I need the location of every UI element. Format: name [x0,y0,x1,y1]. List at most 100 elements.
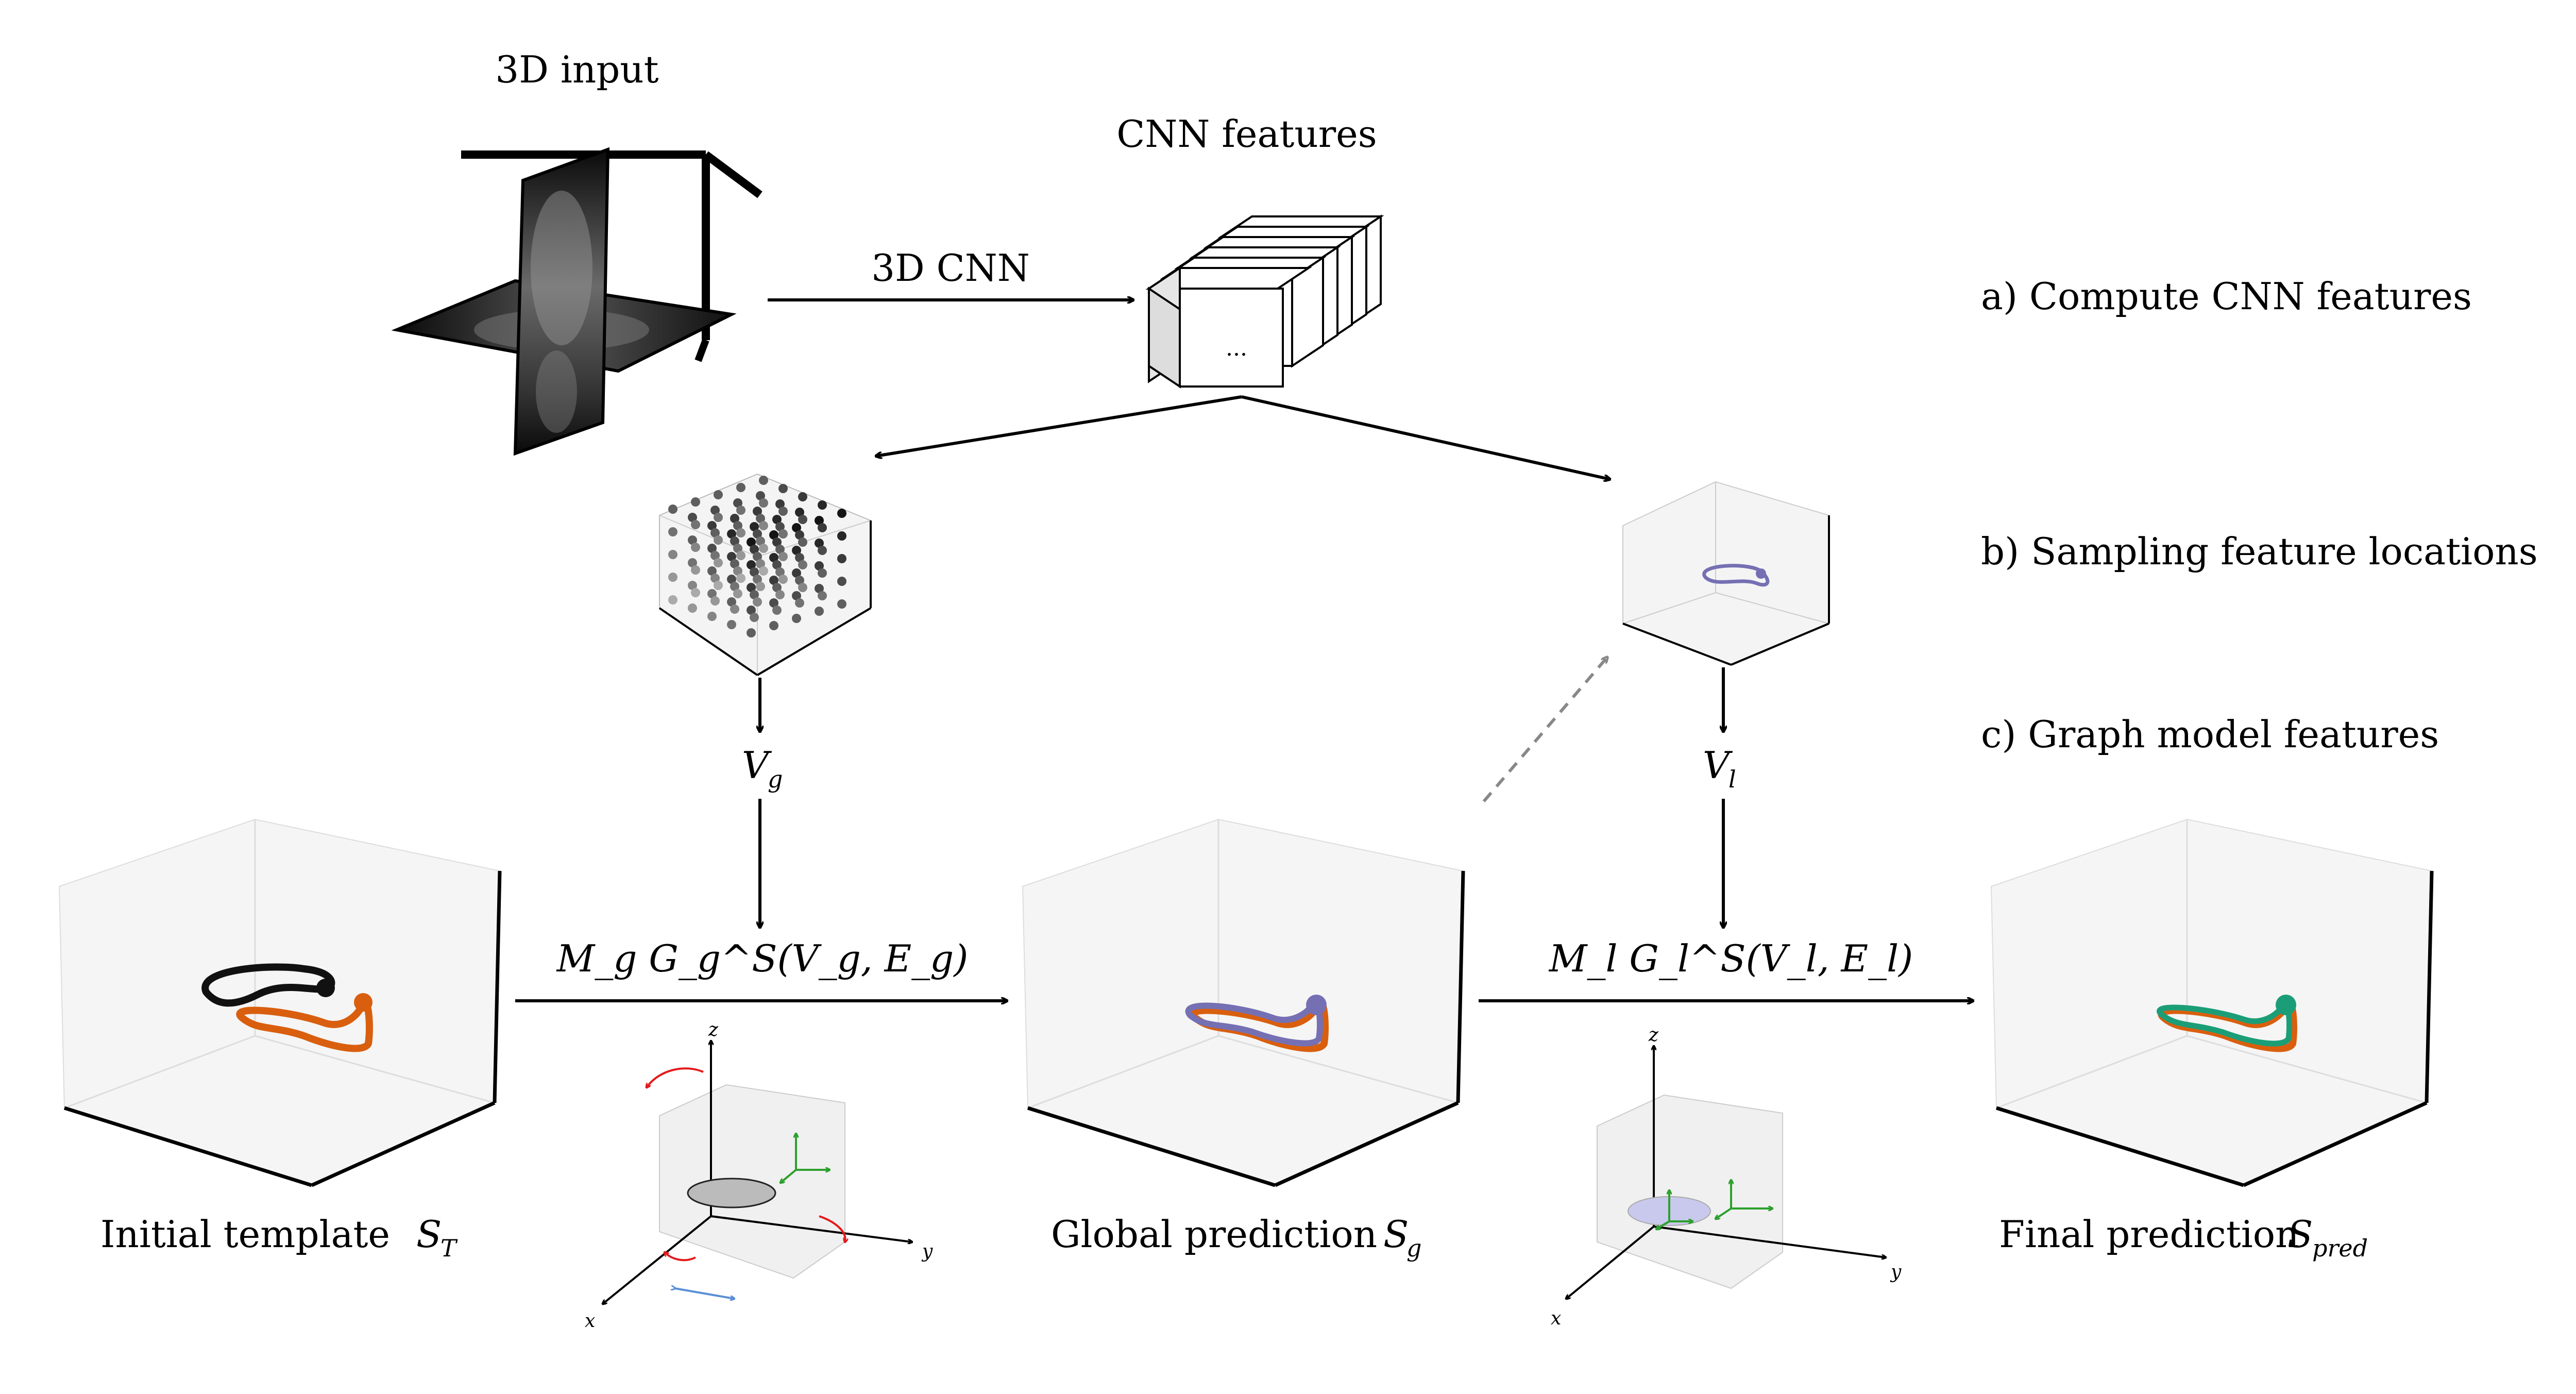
sample-point [668,595,677,604]
final-prediction-caption: Final prediction S pred [1999,1213,2368,1262]
sample-point [707,521,717,530]
sample-point [798,515,807,524]
sample-point [769,530,778,540]
svg-text:x: x [1551,1308,1561,1329]
sample-point [759,476,768,485]
sample-point [747,606,756,615]
sample-point [818,500,827,510]
sample-point [815,584,824,593]
sample-point [759,521,768,530]
sample-point [818,591,827,600]
sample-point [753,597,762,607]
sample-point [815,607,824,616]
global-operator-label: M_g G_g^S(V_g, E_g) [556,937,969,980]
sample-point [727,529,736,539]
rotation-arrow-icon [647,1067,704,1087]
sample-point [798,560,807,569]
sample-point [691,497,700,507]
svg-text:z: z [1648,1024,1659,1046]
sample-point [691,543,700,552]
initial-template-caption: Initial template S T [100,1213,458,1262]
sample-point [688,558,697,567]
sample-point [710,551,720,560]
svg-text:y: y [1890,1262,1902,1283]
sample-point [756,491,765,500]
sample-point [730,559,739,568]
sample-point [769,553,778,562]
point-grid-cube-icon [658,473,872,676]
sample-point [750,590,759,599]
sample-point [736,574,745,583]
sample-point [727,597,736,607]
sample-point [736,483,745,492]
sample-point [750,545,759,554]
sample-point [736,506,745,515]
stack-ellipsis: ... [1226,335,1247,361]
sample-point [733,544,742,553]
vl-subscript: l [1728,765,1736,793]
sample-point [756,514,765,523]
sample-point [688,581,697,590]
sample-point [815,539,824,548]
sample-point [795,598,804,608]
local-transform-axes: z y x [1551,1024,1902,1329]
svg-text:y: y [921,1241,933,1262]
local-operator-label: M_l G_l^S(V_l, E_l) [1548,937,1913,980]
sample-point [710,528,720,538]
step-a-label: a) Compute CNN features [1981,275,2472,318]
sample-point [792,523,801,532]
svg-text:x: x [585,1311,595,1332]
sample-point [714,490,723,499]
sample-point [668,550,677,559]
sample-point [707,612,717,621]
step-b-label: b) Sampling feature locations [1981,530,2538,573]
sample-point [837,509,846,518]
sample-point [759,498,768,508]
vg-subscript: g [768,765,783,793]
sample-point [775,590,785,599]
sample-local-arrow [1241,395,1610,479]
sample-point [747,560,756,569]
sample-point [714,513,723,522]
sample-point [756,536,765,546]
sample-point [688,535,697,545]
svg-text:T: T [440,1234,458,1262]
svg-text:g: g [1406,1234,1421,1262]
sample-point [772,606,782,615]
sample-point [837,577,846,586]
sample-point [772,515,782,524]
sample-point [818,568,827,578]
sample-point [792,614,801,623]
sample-point [769,621,778,630]
sample-point [707,566,717,576]
sample-point [707,589,717,598]
sample-point [772,560,782,569]
sample-point [714,535,723,545]
sample-point [714,558,723,567]
sample-point [759,566,768,576]
sample-point [730,514,739,523]
sample-point [792,568,801,578]
svg-text:z: z [708,1019,719,1040]
sample-point [759,544,768,553]
sample-point [750,613,759,622]
global-prediction-panel [1022,818,1465,1187]
svg-text:Final prediction: Final prediction [1999,1213,2299,1256]
sample-point [772,583,782,592]
sample-point [750,567,759,577]
feature-stack-icon [1145,214,1384,389]
svg-text:S: S [416,1213,442,1256]
sample-point [756,582,765,591]
sample-point [769,576,778,585]
sample-point [727,575,736,584]
sample-point [747,628,756,637]
sample-point [837,554,846,563]
cnn-arrow-label: 3D CNN [871,246,1030,290]
vg-symbol: V [742,744,772,787]
svg-text:Global prediction: Global prediction [1051,1213,1377,1256]
sample-point [688,513,697,522]
sample-point [714,581,723,590]
sample-point [778,484,788,493]
sample-point [727,552,736,561]
sample-point [753,507,762,516]
